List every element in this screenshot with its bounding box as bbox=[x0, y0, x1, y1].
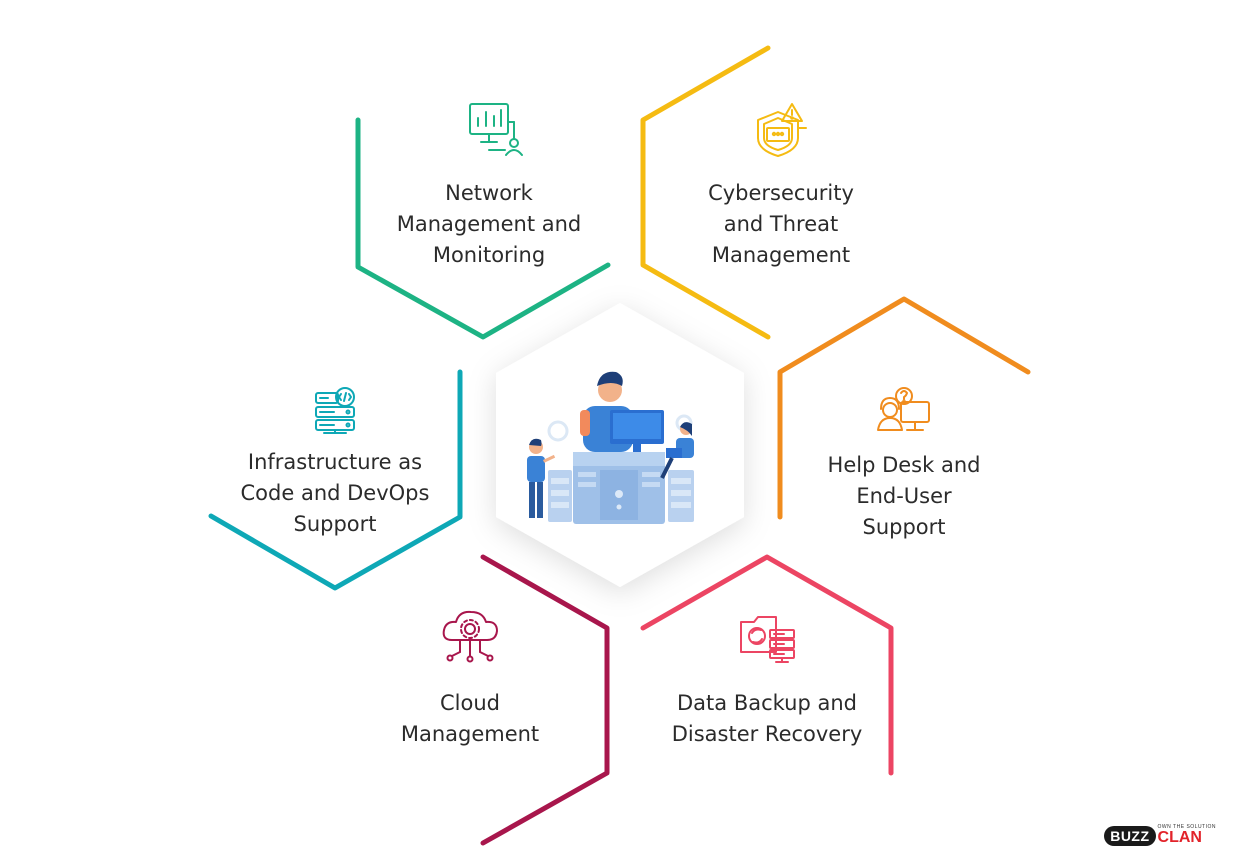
code-server-icon bbox=[315, 387, 355, 434]
backup-hex-outline bbox=[640, 554, 894, 776]
network-label: Network Management and Monitoring bbox=[396, 181, 582, 267]
cyber-label: Cybersecurity and Threat Management bbox=[708, 181, 854, 267]
brand-tagline: OWN THE SOLUTION bbox=[1157, 824, 1216, 830]
iac-hex-outline bbox=[208, 369, 463, 591]
backup-label: Data Backup and Disaster Recovery bbox=[671, 691, 863, 746]
buzzclan-logo: BUZZ OWN THE SOLUTION CLAN bbox=[1104, 825, 1216, 846]
helpdesk-label: Help Desk and End-User Support bbox=[827, 453, 981, 539]
helpdesk-hex-outline bbox=[777, 296, 1031, 520]
network-monitor-icon bbox=[469, 103, 523, 156]
support-agent-icon bbox=[877, 387, 930, 431]
iac-label: Infrastructure as Code and DevOps Suppor… bbox=[240, 450, 430, 536]
cloud-gear-icon bbox=[442, 610, 498, 663]
it-team-server-illustration bbox=[527, 371, 694, 524]
brand-name-right: CLAN bbox=[1157, 829, 1202, 846]
shield-alert-icon bbox=[757, 103, 807, 157]
network-hex-outline bbox=[355, 117, 611, 340]
cyber-hex-outline bbox=[640, 45, 771, 340]
cloud-label: Cloud Management bbox=[400, 691, 540, 746]
cloud-hex-outline bbox=[480, 554, 610, 846]
brand-name-left: BUZZ bbox=[1104, 825, 1156, 846]
backup-server-icon bbox=[740, 616, 795, 663]
